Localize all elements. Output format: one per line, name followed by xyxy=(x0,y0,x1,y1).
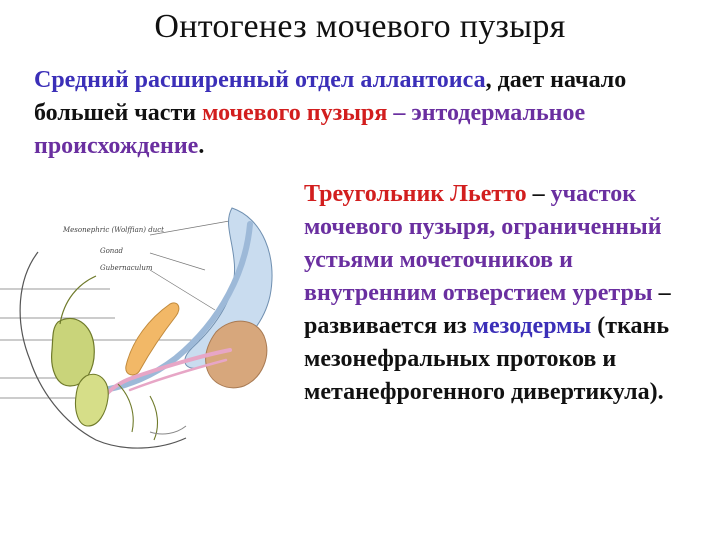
label-gonad: Gonad xyxy=(100,247,123,255)
intro-allantois: Средний расширенный отдел аллантоиса xyxy=(34,67,486,93)
definition-body: участок мочевого пузыря, ограниченный ус… xyxy=(304,181,662,306)
definition-dash: – xyxy=(526,181,551,207)
intro-paragraph: Средний расширенный отдел аллантоиса, да… xyxy=(34,64,694,163)
tail-outline xyxy=(149,425,187,435)
intro-bladder: мочевого пузыря xyxy=(202,100,388,126)
definition-tail: (ткань мезонефральных протоков и метанеф… xyxy=(304,313,670,405)
intro-period: . xyxy=(198,133,205,159)
body-outline xyxy=(19,251,187,449)
leader-lines xyxy=(0,219,236,399)
definition-mid: – развивается из xyxy=(304,280,671,339)
urogenital-green xyxy=(74,373,109,427)
bladder-green xyxy=(51,317,95,387)
slide-title: Онтогенез мочевого пузыря xyxy=(154,8,566,45)
label-mesonephric-duct: Mesonephric (Wolffian) duct xyxy=(62,226,164,234)
pelvic-outline xyxy=(117,383,159,441)
definition-mesoderm: мезодермы xyxy=(472,313,592,339)
label-gubernaculum: Gubernaculum xyxy=(100,264,153,272)
embryo-illustration: Mesonephric (Wolffian) duct Gonad Gubern… xyxy=(0,207,273,449)
duct-tube xyxy=(101,221,253,393)
duct-pink-2 xyxy=(128,358,228,392)
gonad-shape xyxy=(125,302,180,376)
intro-text: , дает начало большей части xyxy=(34,67,627,126)
definition-paragraph: Треугольник Льетто – участок мочевого пу… xyxy=(304,178,704,409)
intro-endoderm: – энтодермальное происхождение xyxy=(34,100,586,159)
definition-term: Треугольник Льетто xyxy=(304,181,527,207)
allantois-stalk xyxy=(59,275,97,325)
